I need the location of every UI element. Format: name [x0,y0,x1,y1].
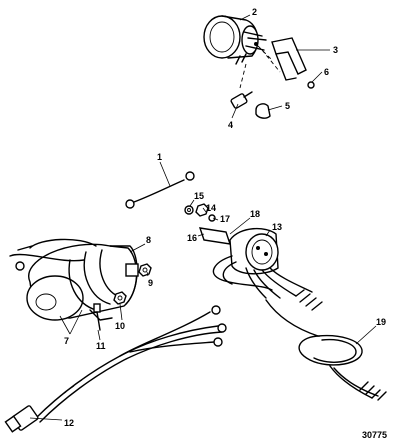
callout-19: 19 [376,317,386,327]
assembly-path-lines [257,45,281,73]
leader-lines [29,14,377,421]
wiring-harness-left [35,305,227,423]
callout-16: 16 [187,233,197,243]
callout-1: 1 [157,152,162,162]
tachometer-gauge [229,227,279,275]
callout-10: 10 [115,321,125,331]
mounting-stud [93,303,101,331]
callout-3: 3 [333,45,338,55]
harness-connector [4,405,39,433]
callout-5: 5 [285,101,290,111]
ground-wire [125,171,195,209]
callout-11: 11 [96,341,106,351]
callout-9: 9 [148,278,153,288]
callout-4: 4 [228,120,233,130]
callout-8: 8 [146,235,151,245]
callout-12: 12 [64,418,74,428]
callout-15: 15 [194,191,204,201]
wiring-harness-right [265,289,387,401]
figure-reference-number: 30775 [362,430,387,440]
callout-6: 6 [324,67,329,77]
callout-7: 7 [64,336,69,346]
callout-17: 17 [220,214,230,224]
gauge-lead-wires [9,238,97,271]
wire-terminal [230,91,253,109]
mounting-bracket [271,37,307,81]
large-gauge-assembly [26,243,139,321]
terminal-path-line [239,63,247,89]
small-gauge-assembly [203,15,267,65]
lock-nut [113,291,127,305]
callout-13: 13 [272,222,282,232]
callout-labels: 2 3 6 4 5 1 15 14 18 17 16 13 8 9 10 11 … [64,7,386,428]
callout-14: 14 [206,203,216,213]
callout-18: 18 [250,209,260,219]
washer [184,205,194,215]
nut [195,203,209,217]
spacer [208,214,216,222]
hex-nut [138,263,152,277]
callout-2: 2 [252,7,257,17]
bracket-nut [307,81,315,89]
terminal-cap [255,103,271,119]
u-bracket [198,227,232,245]
gauge-harness-wires [212,255,313,299]
